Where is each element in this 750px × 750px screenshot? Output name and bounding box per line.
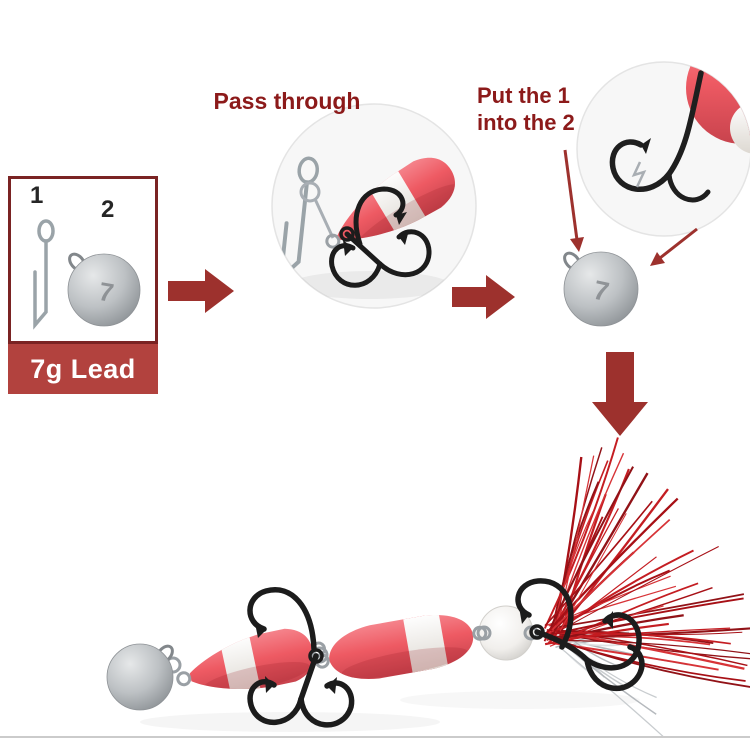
- tinsel-tail-red: [543, 437, 750, 688]
- treble-hook-joint: [247, 587, 355, 728]
- arrow-right-2: [452, 275, 515, 319]
- step-put-into-line1: Put the 1: [477, 83, 570, 108]
- step-put-into-label: Put the 1 into the 2: [477, 82, 575, 136]
- weight-marking-step: 7: [591, 275, 612, 307]
- arrow-right-1: [168, 269, 234, 313]
- shadow: [290, 271, 450, 299]
- shadow: [400, 691, 640, 709]
- wire-eye-ring: [299, 181, 321, 203]
- treble-hook-tail: [515, 578, 645, 692]
- part-2-label: 2: [101, 196, 115, 223]
- divider-line: [0, 736, 750, 738]
- shadow: [140, 712, 440, 732]
- part-1-label: 1: [30, 182, 44, 209]
- pointer-arrow-1: [563, 149, 584, 252]
- weight-banner: 7g Lead: [8, 344, 158, 394]
- hook-zoom: [609, 70, 711, 203]
- step-pass-through-label: Pass through: [213, 88, 361, 114]
- lure-assembly: [106, 437, 750, 738]
- snap-clip-icon: [33, 219, 55, 330]
- foam-band-fragment: [730, 102, 750, 154]
- arrow-down-big: [592, 352, 648, 436]
- weight-marking-legend: 7: [97, 276, 116, 308]
- lead-weight-ball-legend: 7: [67, 252, 141, 327]
- zoom-circle-1: [271, 103, 477, 309]
- foam-segment-head: [176, 628, 327, 698]
- wire-link: [313, 198, 335, 239]
- lead-ball-lure: [106, 643, 174, 711]
- zoom-circle-2: [576, 61, 750, 237]
- foam-segment-mid: [314, 611, 488, 679]
- lead-weight-ball-step: 7: [563, 251, 639, 327]
- step-put-into-line2: into the 2: [477, 110, 575, 135]
- parts-legend-box: [8, 176, 158, 344]
- pointer-arrow-2: [650, 227, 698, 266]
- wire-fragment: [631, 161, 647, 188]
- treble-hook-zoom: [329, 186, 432, 288]
